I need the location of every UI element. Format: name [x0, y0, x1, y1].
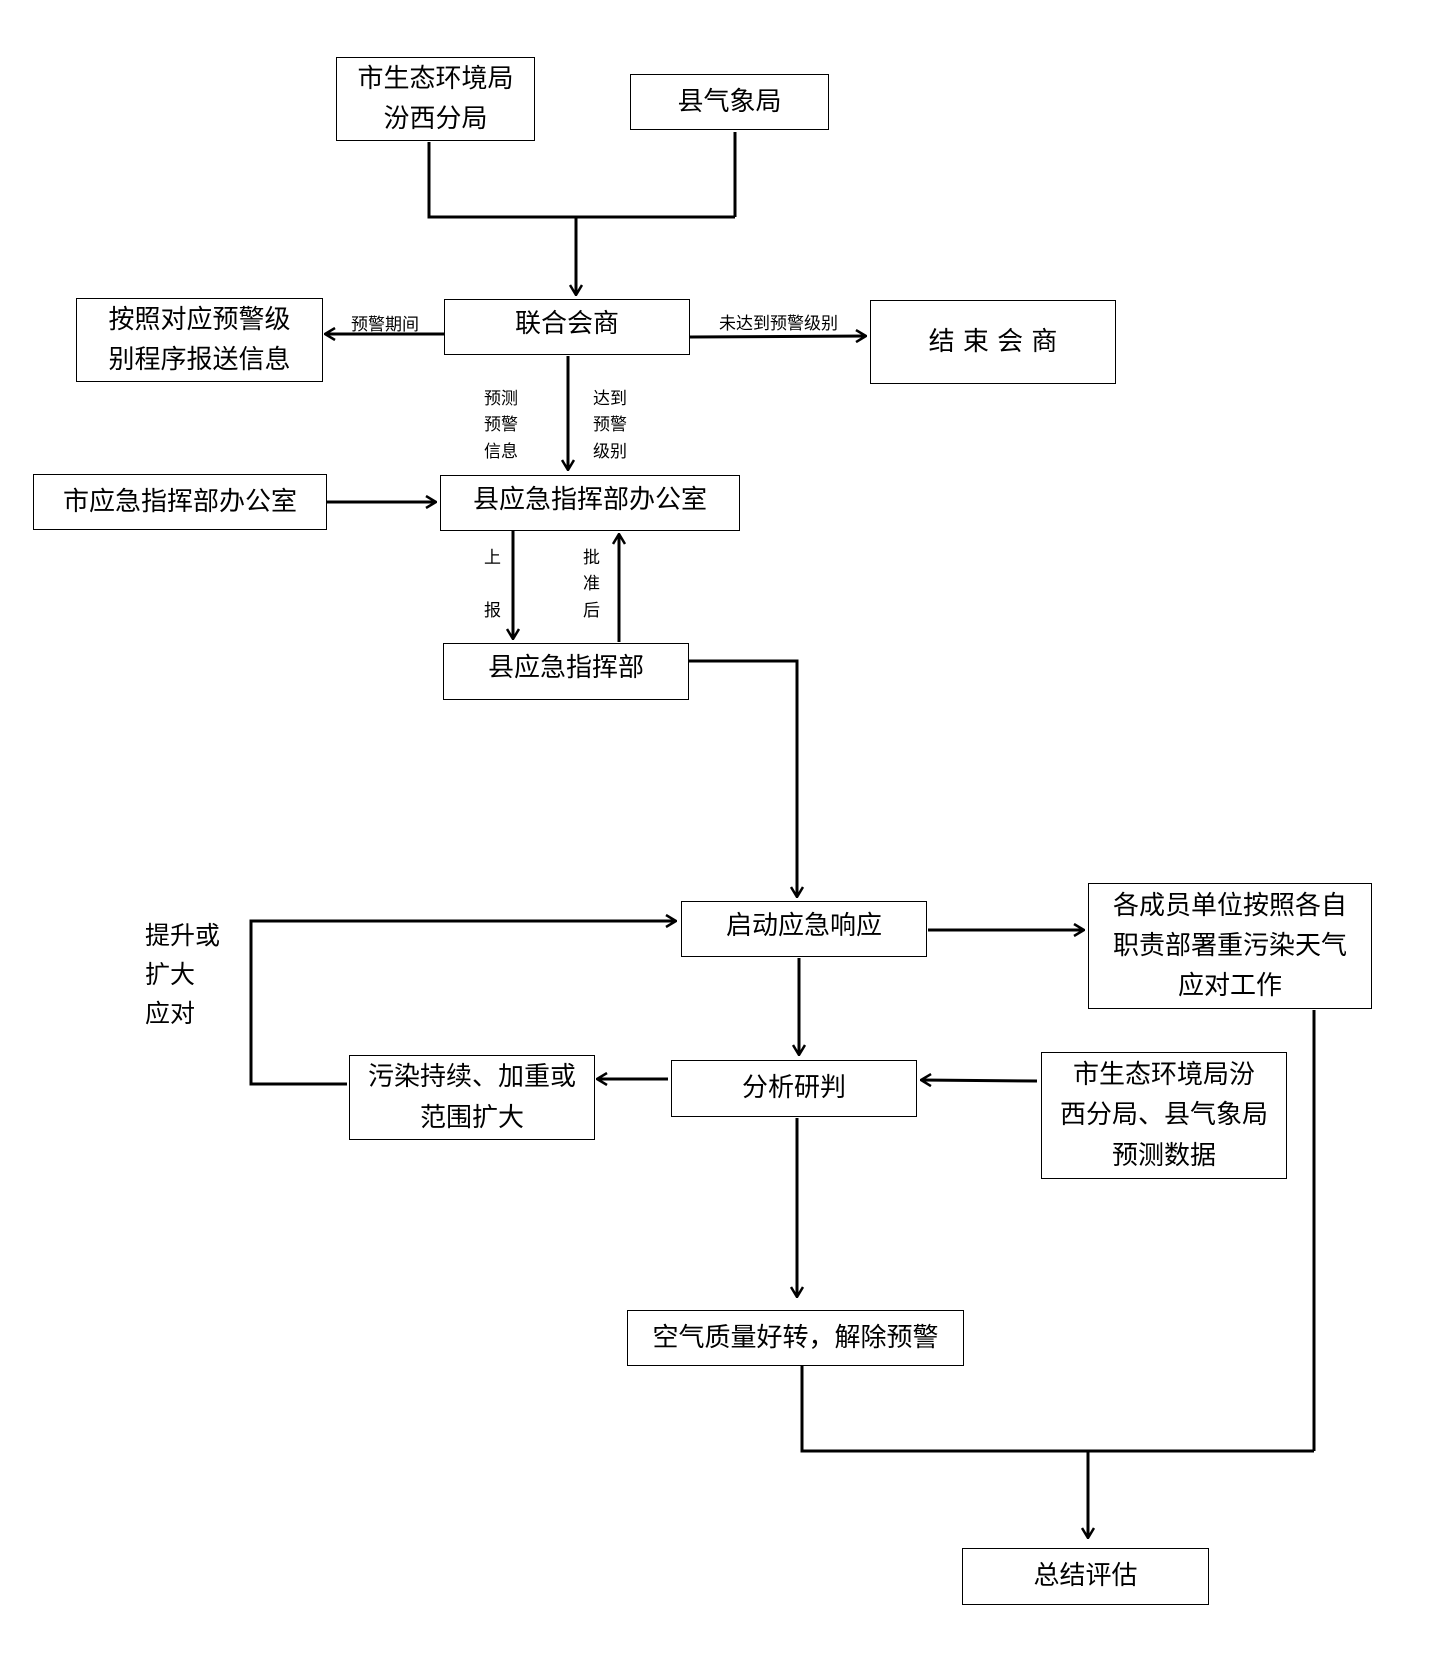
node-summary: 总结评估 — [962, 1548, 1209, 1605]
node-end-consult: 结 束 会 商 — [870, 300, 1116, 384]
label-not-reached: 未达到预警级别 — [719, 314, 838, 334]
edge-data-to-analyze — [921, 1080, 1038, 1081]
node-forecast-data: 市生态环境局汾 西分局、县气象局 预测数据 — [1041, 1052, 1287, 1179]
edge-joint-to-end — [689, 336, 866, 337]
edge-hq-to-launch — [688, 659, 797, 897]
node-city-eco: 市生态环境局 汾西分局 — [336, 57, 535, 141]
label-reached-level: 达到 预警 级别 — [593, 389, 627, 462]
node-pollution-persists: 污染持续、加重或 范围扩大 — [349, 1055, 595, 1140]
node-launch-response: 启动应急响应 — [681, 901, 927, 957]
node-air-improve: 空气质量好转，解除预警 — [627, 1310, 964, 1366]
node-analyze: 分析研判 — [671, 1060, 917, 1117]
label-report-up: 上 报 — [484, 548, 501, 621]
node-county-office: 县应急指挥部办公室 — [440, 475, 740, 531]
node-joint-consult: 联合会商 — [444, 299, 690, 355]
edge-escalate-loop — [249, 921, 676, 1086]
label-after-approval: 批 准 后 — [583, 548, 600, 621]
node-city-emergency: 市应急指挥部办公室 — [33, 474, 327, 530]
label-warning-period: 预警期间 — [351, 315, 419, 335]
node-report-info: 按照对应预警级 别程序报送信息 — [76, 298, 323, 382]
label-forecast-info: 预测 预警 信息 — [484, 389, 518, 462]
node-county-meteo: 县气象局 — [630, 74, 829, 130]
node-member-units: 各成员单位按照各自 职责部署重污染天气 应对工作 — [1088, 883, 1372, 1009]
edge-improve-merge — [800, 1360, 1314, 1453]
label-escalate: 提升或 扩大 应对 — [145, 921, 221, 1028]
node-county-hq: 县应急指挥部 — [443, 643, 689, 700]
edge-city-eco-merge — [427, 142, 735, 219]
